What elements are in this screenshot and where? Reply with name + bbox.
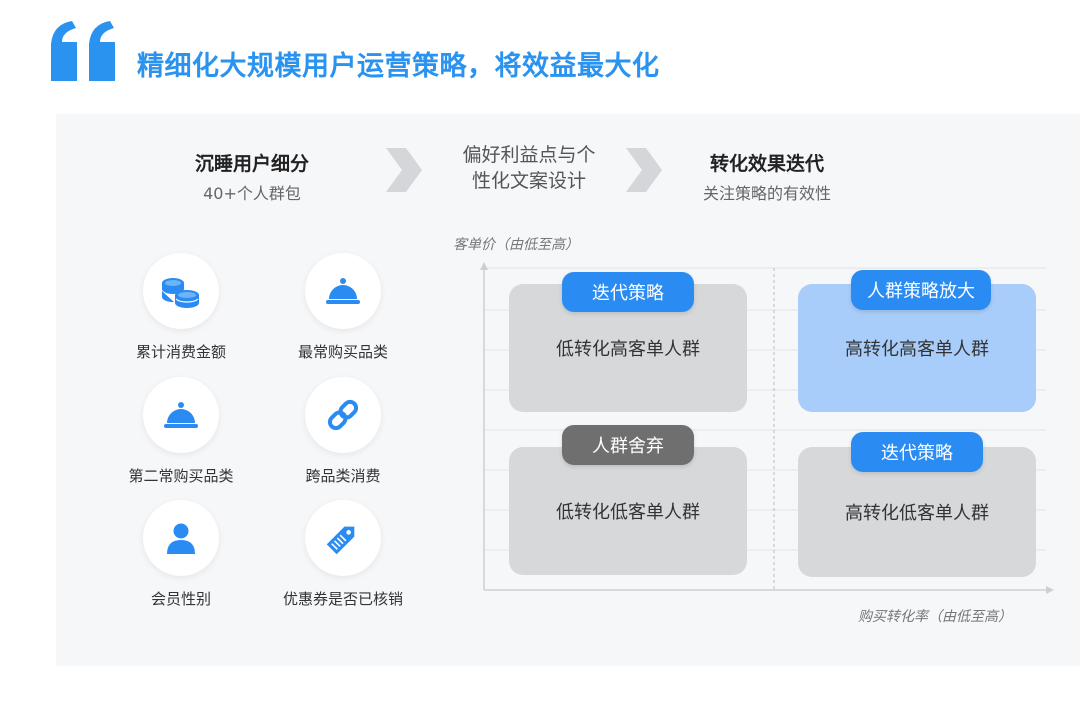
feature-icon-circle: [143, 500, 219, 576]
step-text-line-1: 偏好利益点与个: [462, 144, 596, 166]
feature-label: 第二常购买品类: [128, 467, 234, 485]
user-icon: [167, 523, 195, 554]
feature-icon-circle: [143, 377, 219, 453]
cloche-icon: [164, 402, 198, 428]
feature-label: 优惠券是否已核销: [282, 590, 403, 608]
quadrant-text: 低转化低客单人群: [556, 502, 700, 523]
feature-icon-circle: [305, 500, 381, 576]
strategy-tag-top-left: 迭代策略: [562, 272, 694, 312]
quadrant-text: 低转化高客单人群: [556, 339, 700, 360]
feature-coupon-redeemed: 优惠券是否已核销: [263, 500, 423, 609]
y-axis-arrow: [480, 262, 488, 270]
feature-cumulative-spend: 累计消费金额: [101, 253, 261, 362]
strategy-tag-top-right: 人群策略放大: [851, 270, 991, 310]
feature-label: 会员性别: [150, 590, 211, 608]
quote-mark-icon: [51, 21, 115, 81]
quadrant-text: 高转化高客单人群: [845, 339, 989, 360]
y-axis-label: 客单价（由低至高）: [453, 237, 579, 253]
feature-member-gender: 会员性别: [101, 500, 261, 609]
feature-icon-circle: [305, 253, 381, 329]
x-axis-arrow: [1046, 586, 1054, 594]
quadrant-top-left: 低转化高客单人群: [509, 284, 747, 412]
step-title: 沉睡用户细分: [194, 153, 309, 175]
feature-label: 累计消费金额: [135, 343, 226, 361]
flow-step-segmentation: 沉睡用户细分 40+个人群包: [172, 152, 332, 206]
strategy-tag-bottom-right: 迭代策略: [851, 432, 983, 472]
feature-icon-circle: [143, 253, 219, 329]
feature-icon-circle: [305, 377, 381, 453]
feature-label: 跨品类消费: [305, 467, 381, 485]
step-text-line-2: 性化文案设计: [471, 170, 586, 192]
tag-icon: [326, 526, 355, 555]
chevron-right-icon: [626, 148, 662, 192]
coins-icon: [161, 278, 199, 308]
page-title: 精细化大规模用户运营策略，将效益最大化: [137, 51, 660, 82]
flow-step-iteration: 转化效果迭代 关注策略的有效性: [672, 152, 862, 206]
feature-cross-category: 跨品类消费: [263, 377, 423, 486]
link-icon: [327, 399, 359, 431]
strategy-tag-bottom-left: 人群舍弃: [562, 425, 694, 465]
step-subtitle: 关注策略的有效性: [702, 184, 831, 203]
quadrant-text: 高转化低客单人群: [845, 503, 989, 524]
feature-top-category: 最常购买品类: [263, 253, 423, 362]
feature-second-category: 第二常购买品类: [101, 377, 261, 486]
quadrant-bottom-left: 低转化低客单人群: [509, 447, 747, 575]
flow-step-personalization: 偏好利益点与个 性化文案设计: [436, 142, 622, 194]
x-axis-label: 购买转化率（由低至高）: [858, 609, 1012, 625]
step-title: 转化效果迭代: [709, 153, 824, 175]
chevron-right-icon: [386, 148, 422, 192]
cloche-icon: [326, 278, 360, 304]
feature-label: 最常购买品类: [297, 343, 388, 361]
step-subtitle: 40+个人群包: [203, 184, 301, 203]
